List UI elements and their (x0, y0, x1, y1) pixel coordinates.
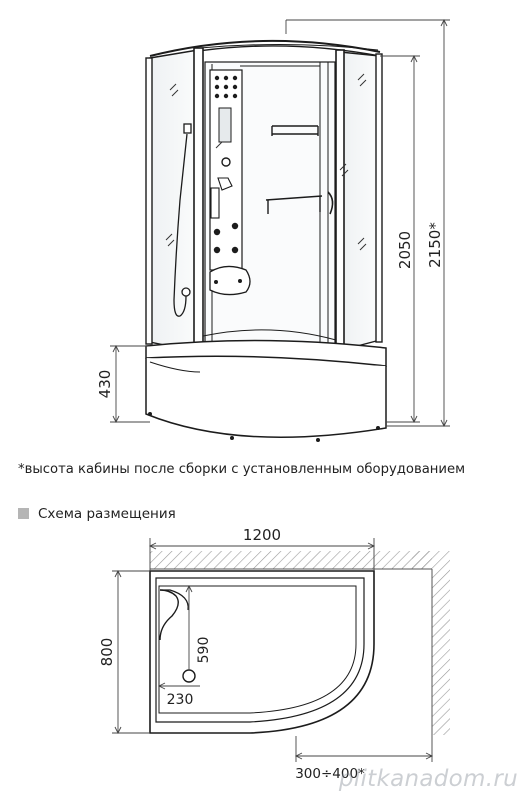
watermark: plitkanadom.ru (338, 766, 518, 792)
towel-rail-icon (265, 125, 334, 215)
footnote-text: *высота кабины после сборки с установлен… (18, 462, 466, 477)
dim-clearance: 300÷400* (295, 766, 365, 782)
dim-cabin-height: 2050 (396, 231, 414, 269)
dim-total-height: 2150* (426, 222, 444, 268)
right-glass-panel (339, 51, 381, 351)
seat-icon (209, 265, 251, 296)
hand-shower-icon (173, 123, 192, 317)
bathtub-base (145, 339, 387, 442)
shower-tray-plan (149, 570, 375, 734)
section-title: Схема размещения (38, 506, 176, 522)
right-door-post (335, 49, 345, 353)
drain-icon (182, 669, 196, 683)
seat-outline (159, 589, 179, 641)
elevation-dimensions (110, 18, 450, 428)
wall-hatching (150, 551, 450, 735)
dim-base-height: 430 (96, 370, 114, 399)
control-panel (209, 69, 243, 271)
dim-drain-x: 230 (167, 692, 194, 708)
glass-reflections (165, 73, 367, 251)
plan-dimensions (112, 538, 434, 762)
dim-depth: 800 (98, 638, 116, 667)
left-door-post (193, 47, 204, 355)
cabin-elevation (145, 39, 387, 442)
dim-width: 1200 (243, 526, 281, 544)
mixer-knob-icon (221, 157, 231, 167)
massage-jet-icon (213, 222, 239, 254)
display-screen-icon (218, 107, 232, 143)
square-bullet-icon (18, 508, 29, 519)
right-frame-post (375, 53, 383, 343)
dim-drain-y: 590 (196, 637, 212, 664)
section-heading: Схема размещения (18, 506, 176, 522)
left-frame-post (145, 57, 153, 345)
